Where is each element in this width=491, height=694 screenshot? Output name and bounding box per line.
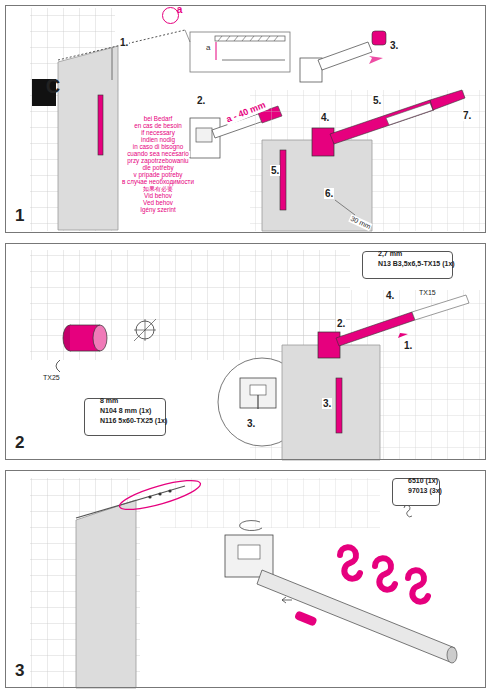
note-text: в случае необходимости	[121, 179, 195, 185]
tube-insert	[386, 103, 433, 125]
note-text: dle potřeby	[141, 165, 174, 171]
callout-number: 2.	[196, 95, 206, 106]
step-number: 1	[15, 206, 24, 226]
callout-number: 3.	[246, 418, 256, 429]
note-text: en cas de besoin	[133, 123, 183, 129]
turn-arrow	[56, 360, 60, 372]
tube	[412, 295, 469, 320]
parts-box: 2,7 mmN13 B3,5x6,5-TX15 (1x)	[362, 251, 453, 279]
arrow	[369, 56, 383, 64]
wall-tiles	[250, 290, 486, 460]
glass-panel	[58, 46, 118, 230]
note-text: bei Bedarf	[143, 116, 174, 122]
step-number: 2	[15, 433, 24, 453]
part-text: N104 8 mm (1x)	[100, 406, 168, 416]
note-text: Igény szerint	[139, 207, 177, 213]
profile	[280, 150, 286, 210]
callout-number: 6.	[324, 188, 334, 199]
glass-panel	[76, 500, 136, 688]
callout-number: 5.	[372, 95, 382, 106]
shower-hooks	[340, 547, 428, 601]
rod	[257, 570, 455, 662]
step-panel: 3 6510 (1x)97013 (3x)	[5, 470, 486, 688]
part-text: 8 mm	[100, 396, 168, 406]
dimension-callout: a	[162, 7, 179, 24]
note-text: 如果有必要	[142, 186, 174, 192]
note-text: przy zapotrzebowaniu	[126, 158, 189, 164]
clamp	[225, 535, 273, 577]
leader	[112, 48, 113, 80]
arrow	[398, 333, 408, 338]
callout-number: 4.	[385, 290, 395, 301]
part-text: N13 B3,5x6,5-TX15 (1x)	[378, 259, 455, 269]
dimension-label: a	[205, 44, 211, 53]
clamp	[318, 332, 340, 358]
note-text: in caso di bisogno	[132, 144, 184, 150]
clamp	[312, 128, 334, 156]
hook-icon	[404, 505, 412, 517]
callout-number: 3.	[389, 40, 399, 51]
part-text: N116 5x60-TX25 (1x)	[100, 416, 168, 426]
turn-arrow	[240, 521, 262, 531]
profile	[336, 378, 342, 433]
hatched-bar	[215, 36, 285, 41]
hatching	[218, 36, 278, 41]
clamp-detail	[240, 378, 276, 408]
parts-box: 6510 (1x)97013 (3x)	[392, 478, 440, 506]
parts-box: 8 mmN104 8 mm (1x)N116 5x60-TX25 (1x)	[84, 398, 166, 436]
note-text: Vid behov	[143, 193, 173, 199]
rod-line	[58, 30, 185, 60]
dimension-label: TX15	[418, 289, 437, 297]
section-badge: C	[32, 79, 56, 106]
callout-number: 5.	[270, 165, 280, 176]
note-text: cuando sea necesario	[126, 151, 190, 157]
note-text: if necessary	[140, 130, 176, 136]
highlight-ring	[117, 475, 203, 515]
callout-letter: a	[177, 5, 183, 15]
part-text: 6510 (1x)	[408, 476, 442, 486]
callout-number: 4.	[320, 112, 330, 123]
dimension-line	[216, 42, 217, 60]
wall-tiles	[250, 90, 486, 231]
bracket-block	[196, 128, 212, 142]
callout-letter: C	[46, 75, 60, 98]
inset-box	[190, 32, 290, 72]
part-text: 2,7 mm	[378, 249, 455, 259]
callout-number: 2.	[336, 318, 346, 329]
note-text: v prípade potreby	[132, 172, 183, 178]
step-panel: 1 Ca	[5, 5, 486, 233]
callout-number: 1.	[119, 37, 129, 48]
level-line	[222, 60, 285, 61]
tube	[318, 42, 372, 70]
leader	[185, 30, 190, 42]
arrow	[282, 597, 292, 603]
callout-number: 3.	[322, 398, 332, 409]
wall-tiles	[160, 478, 380, 528]
part-text: 97013 (3x)	[408, 486, 442, 496]
rod-tip	[430, 90, 465, 110]
step-number: 3	[15, 661, 24, 681]
note-text: indien nodig	[140, 137, 176, 143]
callout-number: 1.	[403, 340, 413, 351]
end-plug	[294, 610, 318, 627]
dimension-label: TX25	[42, 374, 61, 382]
crosshair	[134, 319, 156, 341]
profile	[98, 95, 103, 155]
rod	[330, 100, 434, 144]
glass-panel	[282, 345, 380, 460]
end-cap	[372, 31, 386, 45]
note-text: Ved behov	[142, 200, 174, 206]
dimension-line	[335, 200, 355, 215]
wall-mount-face	[93, 325, 107, 351]
callout-number: 7.	[462, 110, 472, 121]
